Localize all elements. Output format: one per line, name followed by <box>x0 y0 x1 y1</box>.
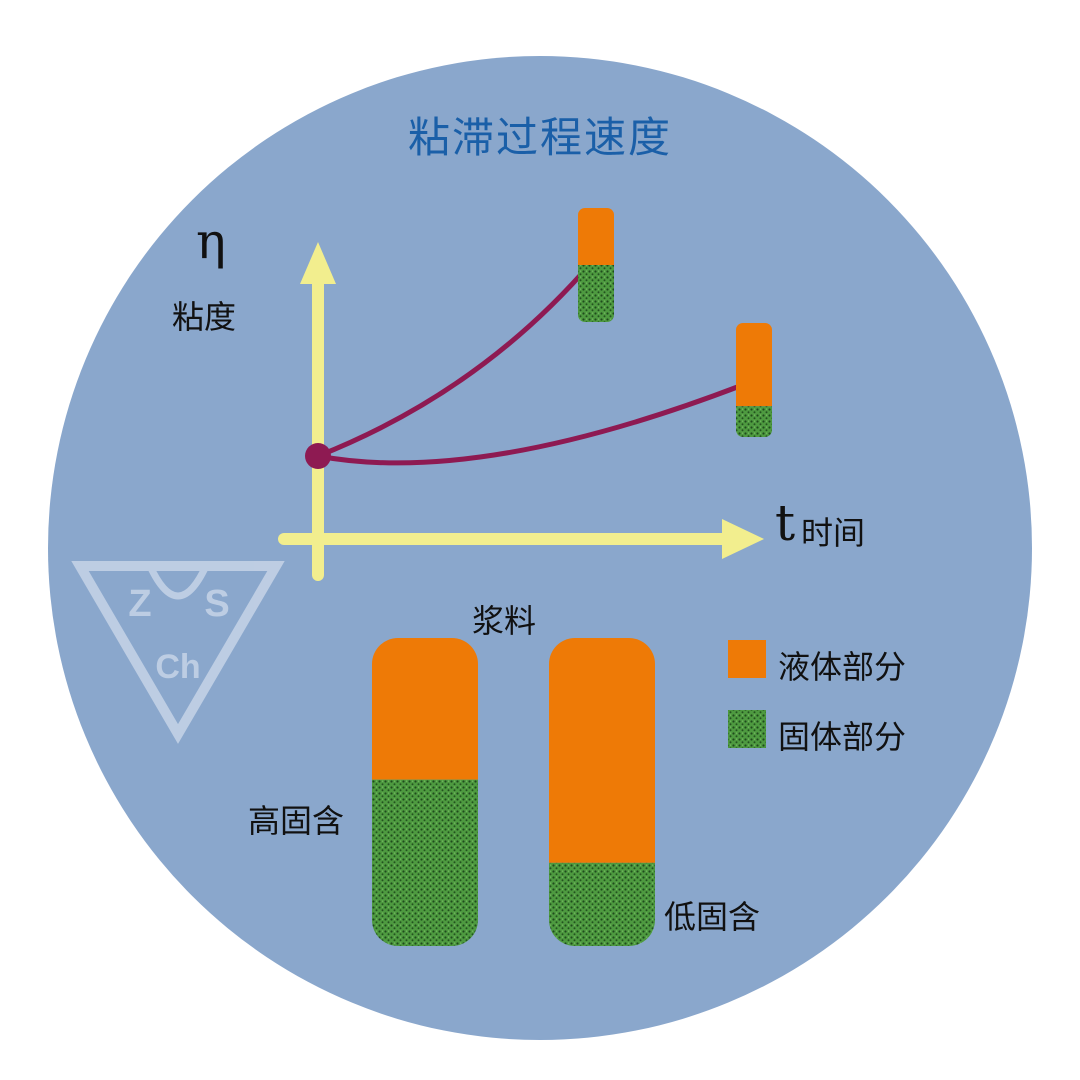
legend-liquid-swatch <box>728 640 766 678</box>
small-high-solids-bar <box>578 208 614 322</box>
small-high-solids-liquid-part <box>578 208 614 265</box>
legend-solid-label: 固体部分 <box>778 718 907 756</box>
small-low-solids-solid-part <box>736 406 772 437</box>
low-solids-label: 低固含 <box>664 898 761 936</box>
x-axis-symbol: t <box>775 494 796 552</box>
background-circle <box>48 56 1032 1040</box>
svg-text:Ch: Ch <box>155 648 200 686</box>
diagram-title: 粘滞过程速度 <box>407 113 672 162</box>
low-solids-curve <box>317 383 741 466</box>
low-solids-bar <box>549 638 655 946</box>
high-solids-solid-part <box>372 779 478 946</box>
small-low-solids-liquid-part <box>736 323 772 407</box>
y-axis-symbol: η <box>196 212 226 270</box>
x-axis-label: 时间 <box>801 514 866 552</box>
legend-solid-swatch <box>728 710 766 748</box>
low-solids-liquid-part <box>549 638 655 863</box>
svg-text:Z: Z <box>128 583 151 625</box>
zsch-logo: Z S Ch <box>71 561 285 744</box>
svg-text:S: S <box>204 583 229 625</box>
high-solids-curve <box>317 260 594 459</box>
low-solids-solid-part <box>549 862 655 946</box>
legend-liquid-label: 液体部分 <box>778 648 907 686</box>
high-solids-bar <box>372 638 478 946</box>
start-point <box>305 443 331 469</box>
high-solids-liquid-part <box>372 638 478 780</box>
y-axis <box>300 242 336 581</box>
y-axis-label: 粘度 <box>172 298 237 336</box>
high-solids-label: 高固含 <box>248 802 345 840</box>
slurry-label: 浆料 <box>472 602 537 640</box>
small-high-solids-solid-part <box>578 265 614 322</box>
x-axis <box>278 519 764 559</box>
small-low-solids-bar <box>736 323 772 437</box>
